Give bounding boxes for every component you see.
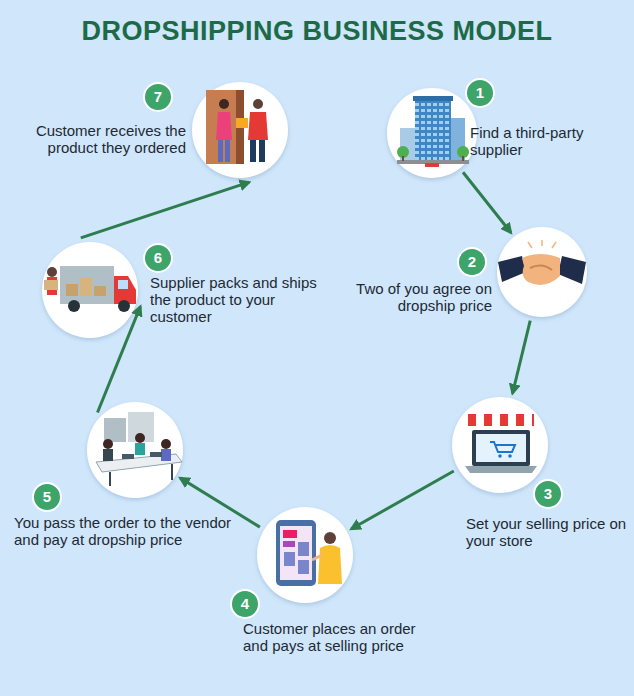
step-description: Supplier packs and ships the product to … — [150, 274, 334, 325]
step-description: Customer places an order and pays at sel… — [243, 620, 427, 654]
diagram-title: DROPSHIPPING BUSINESS MODEL — [0, 16, 634, 47]
step-circle: 4Customer places an order and pays at se… — [257, 507, 353, 603]
mobile-order-illustration — [276, 520, 342, 586]
flow-arrow — [513, 321, 531, 394]
door-delivery-illustration — [206, 90, 268, 164]
handshake-illustration — [498, 240, 586, 285]
building-illustration — [397, 96, 469, 167]
office-team-illustration — [96, 412, 182, 486]
step-circle: 3Set your selling price on your store — [452, 397, 548, 493]
step-circle: 6Supplier packs and ships the product to… — [42, 242, 138, 338]
step-number: 3 — [533, 479, 563, 509]
step-description: Customer receives the product they order… — [6, 122, 186, 156]
step-circle: 2Two of you agree on dropship price — [497, 227, 587, 317]
online-store-illustration — [465, 414, 537, 473]
step-number: 6 — [143, 243, 173, 273]
step-number: 5 — [32, 482, 62, 512]
step-circle: 7Customer receives the product they orde… — [192, 82, 288, 178]
step-circle: 5You pass the order to the vendor and pa… — [87, 402, 183, 498]
step-description: Two of you agree on dropship price — [336, 280, 492, 314]
flow-arrow — [463, 172, 511, 233]
step-number: 7 — [143, 82, 173, 112]
step-number: 2 — [457, 247, 487, 277]
flow-arrow — [98, 306, 141, 412]
step-circle: 1Find a third-party supplier — [387, 88, 477, 178]
step-description: Find a third-party supplier — [470, 124, 628, 158]
step-number: 4 — [230, 589, 260, 619]
delivery-truck-illustration — [44, 266, 136, 312]
flow-arrow — [81, 182, 249, 238]
step-description: Set your selling price on your store — [466, 515, 630, 549]
flow-arrow — [351, 471, 454, 529]
step-number: 1 — [465, 78, 495, 108]
step-description: You pass the order to the vendor and pay… — [14, 514, 234, 548]
